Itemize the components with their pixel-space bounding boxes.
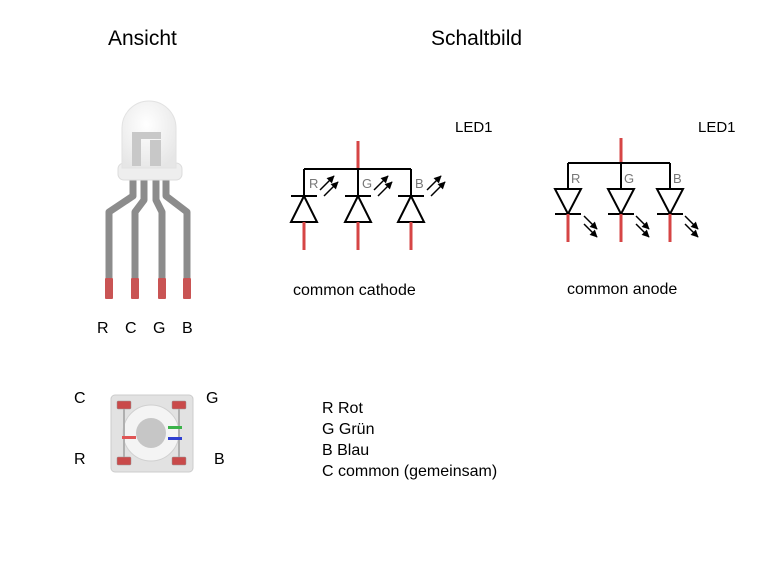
cathode-channel-r: R bbox=[309, 176, 318, 191]
anode-channel-g: G bbox=[624, 171, 634, 186]
top-view-label-g: G bbox=[206, 390, 219, 407]
rgb-led-top-view bbox=[110, 394, 194, 473]
common-cathode-schematic: R G B bbox=[289, 141, 446, 250]
common-anode-schematic: R G B bbox=[553, 138, 699, 242]
rgb-led-front-view bbox=[105, 100, 191, 299]
top-view-label-c: C bbox=[74, 390, 86, 407]
lead-tips bbox=[105, 278, 191, 299]
pin-label-c: C bbox=[125, 320, 137, 337]
legend-item-red: R Rot bbox=[322, 400, 363, 417]
schematic-heading: Schaltbild bbox=[431, 27, 523, 50]
led1-label-anode: LED1 bbox=[698, 119, 736, 136]
top-view-label-r: R bbox=[74, 451, 86, 468]
pin-label-r: R bbox=[97, 320, 109, 337]
led-internal-frame bbox=[132, 132, 161, 166]
cathode-channel-b: B bbox=[415, 176, 424, 191]
common-cathode-caption: common cathode bbox=[293, 282, 416, 299]
pin-label-b: B bbox=[182, 320, 193, 337]
led-legs bbox=[105, 174, 191, 285]
legend-item-green: G Grün bbox=[322, 421, 375, 438]
pin-label-g: G bbox=[153, 320, 166, 337]
legend-item-blue: B Blau bbox=[322, 442, 370, 459]
view-heading: Ansicht bbox=[108, 27, 177, 50]
anode-channel-b: B bbox=[673, 171, 682, 186]
top-view-label-b: B bbox=[214, 451, 225, 468]
legend-item-common: C common (gemeinsam) bbox=[322, 463, 498, 480]
legend: R Rot G Grün B Blau C common (gemeinsam) bbox=[322, 398, 497, 482]
led1-label-cathode: LED1 bbox=[455, 119, 493, 136]
cathode-channel-g: G bbox=[362, 176, 372, 191]
anode-channel-r: R bbox=[571, 171, 580, 186]
common-anode-caption: common anode bbox=[567, 281, 678, 298]
